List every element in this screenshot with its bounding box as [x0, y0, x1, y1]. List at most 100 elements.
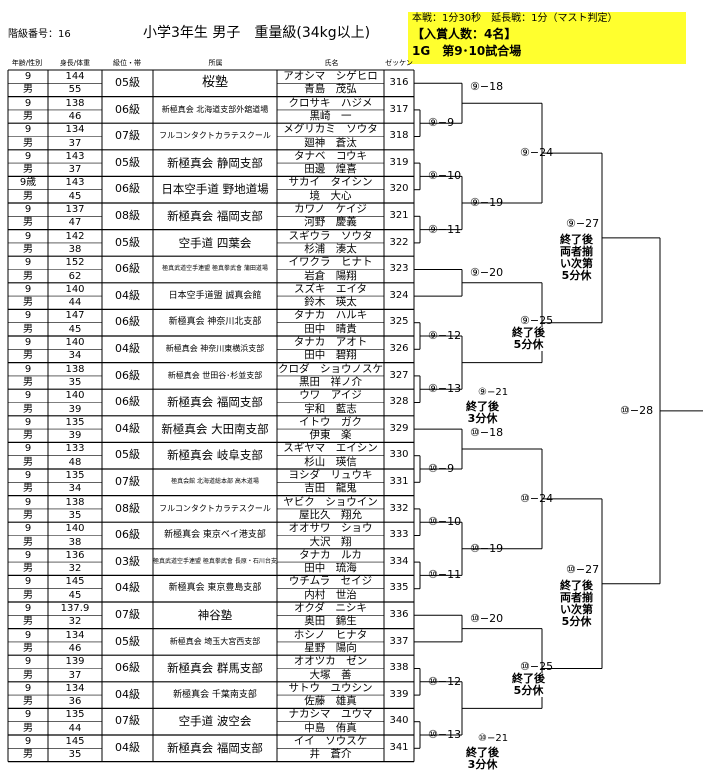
match-rule: 本戦：1分30秒 延長戦：1分（マスト判定）	[412, 13, 618, 24]
age-cell: 9歳	[19, 177, 37, 189]
rank-cell: 05級	[115, 634, 140, 648]
sex-cell: 男	[23, 722, 33, 734]
height-cell: 137.9	[60, 603, 90, 614]
age-cell: 9	[24, 230, 32, 242]
height-cell: 140	[65, 283, 85, 295]
rest-note-9-21: 終了後 3分休	[466, 400, 499, 426]
dojo-cell: 空手道 四葉会	[178, 235, 252, 250]
bib-cell: 326	[389, 343, 409, 354]
age-cell: 9	[24, 443, 32, 455]
dojo-cell: フルコンタクトカラテスクール	[159, 503, 271, 513]
age-cell: 9	[24, 549, 32, 561]
bib-cell: 316	[389, 77, 409, 88]
col-height-weight: 身長/体重	[59, 59, 91, 67]
match-10-9: ⑩−9	[428, 462, 455, 475]
name-kana-cell: サカイ タイシン	[288, 176, 373, 189]
weight-cell: 34	[68, 483, 82, 495]
rest-note-9-25: 終了後 5分休	[512, 325, 545, 351]
name-kanji-cell: 田中 琉海	[304, 562, 357, 575]
height-cell: 145	[65, 576, 85, 588]
court-info: 1G 第9･10試合場	[412, 44, 522, 58]
weight-cell: 45	[68, 190, 82, 202]
name-kana-cell: オオツカ ゼン	[293, 655, 368, 668]
bib-cell: 341	[389, 742, 409, 753]
rank-cell: 05級	[115, 235, 140, 249]
height-cell: 134	[65, 629, 85, 641]
name-kanji-cell: 黒崎 一	[309, 109, 352, 122]
weight-cell: 39	[68, 430, 82, 442]
sex-cell: 男	[23, 696, 33, 708]
height-cell: 144	[65, 71, 85, 82]
rank-cell: 06級	[115, 102, 140, 116]
bib-cell: 320	[389, 183, 409, 195]
dojo-cell: 新極真会 岐阜支部	[167, 448, 263, 463]
dojo-cell: 新極真会 大田南支部	[161, 421, 269, 436]
rank-cell: 05級	[115, 155, 140, 169]
dojo-cell: 新極真会 神奈川北支部	[168, 317, 262, 328]
sex-cell: 男	[23, 669, 33, 681]
dojo-cell: 新極真会 福岡支部	[167, 395, 263, 410]
dojo-cell: 新極真会 福岡支部	[167, 741, 263, 755]
age-cell: 9	[24, 124, 32, 136]
height-cell: 140	[65, 390, 85, 402]
age-cell: 9	[24, 470, 32, 481]
sex-cell: 男	[23, 190, 33, 202]
height-cell: 143	[65, 150, 85, 162]
rank-cell: 06級	[115, 262, 140, 276]
match-9-21: ⑨−21	[478, 387, 509, 399]
height-cell: 138	[65, 97, 85, 109]
height-cell: 138	[65, 496, 85, 508]
weight-cell: 46	[68, 642, 82, 654]
match-10-21: ⑩−21	[478, 733, 509, 744]
page-title: 小学3年生 男子 重量級(34kg以上)	[143, 25, 371, 41]
height-cell: 134	[65, 124, 85, 136]
bib-cell: 325	[389, 316, 409, 328]
sex-cell: 男	[23, 642, 33, 654]
sex-cell: 男	[23, 563, 33, 575]
rank-cell: 04級	[115, 581, 140, 595]
weight-cell: 38	[68, 243, 82, 255]
dojo-cell: 極真武道空手連盟 極真拳武會 蒲田道場	[162, 265, 268, 273]
sex-cell: 男	[23, 164, 33, 176]
rest-note-10-27: 終了後 両者揃 い次第 5分休	[560, 578, 593, 628]
dojo-cell: 極真武道空手連盟 極真拳武會 長原・石川台支部	[153, 557, 277, 565]
info-box	[408, 12, 686, 64]
name-kanji-cell: 杉浦 湊太	[304, 242, 357, 255]
name-kana-cell: オクダ ニシキ	[294, 602, 367, 614]
height-cell: 133	[65, 443, 85, 455]
dojo-cell: 新極真会 東京豊島支部	[168, 583, 262, 594]
sex-cell: 男	[23, 376, 33, 388]
age-cell: 9	[24, 97, 32, 109]
dojo-cell: 神谷塾	[197, 608, 233, 622]
rank-cell: 04級	[115, 342, 140, 355]
name-kana-cell: クロサキ ハジメ	[288, 96, 373, 109]
rank-cell: 06級	[115, 368, 140, 382]
rank-cell: 07級	[115, 129, 140, 143]
sex-cell: 男	[23, 270, 33, 282]
name-kanji-cell: 大塚 善	[309, 668, 352, 681]
name-kanji-cell: 内村 世治	[304, 588, 357, 601]
height-cell: 152	[65, 257, 85, 269]
dojo-cell: 新極真会 東京ベイ港支部	[164, 530, 266, 541]
weight-cell: 32	[68, 616, 82, 628]
dojo-cell: 空手道 波空会	[178, 714, 252, 729]
match-9-11: ⑨−11	[428, 222, 462, 236]
match-9-9: ⑨−9	[428, 116, 455, 130]
rest-note-10-25: 終了後 5分休	[512, 671, 545, 697]
rank-cell: 08級	[115, 209, 140, 222]
bib-cell: 329	[389, 422, 409, 434]
bib-cell: 322	[389, 236, 409, 248]
name-kanji-cell: 河野 慶義	[304, 216, 357, 229]
name-kanji-cell: 廻神 蒼汰	[304, 136, 357, 149]
name-kanji-cell: 屋比久 翔允	[299, 508, 362, 521]
name-kana-cell: イワクラ ヒナト	[288, 256, 373, 269]
name-kana-cell: サトウ ユウシン	[288, 681, 373, 694]
col-dojo: 所属	[208, 59, 223, 67]
age-cell: 9	[24, 310, 32, 322]
match-10-20: ⑩−20	[470, 611, 504, 625]
dojo-cell: 新極真会 世田谷･杉並支部	[167, 370, 263, 380]
rest-note-10-21: 終了後 3分休	[466, 746, 499, 771]
bib-cell: 338	[389, 662, 409, 674]
age-cell: 9	[24, 496, 32, 508]
name-kanji-cell: 境 大心	[309, 189, 352, 202]
